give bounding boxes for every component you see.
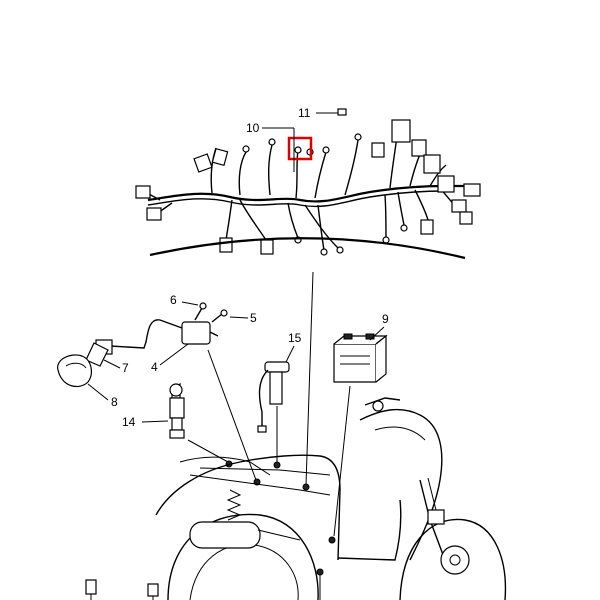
callout-4: 4 [151,360,158,374]
callout-8: 8 [111,395,118,409]
screw-6[interactable] [194,302,207,321]
highlight-box [287,136,313,161]
callout-9: 9 [382,312,389,326]
battery[interactable] [333,333,388,383]
callout-11: 11 [298,106,311,120]
callout-5: 5 [250,311,257,325]
callout-15: 15 [288,331,302,345]
screw-5[interactable] [211,309,228,323]
callout-10: 10 [246,121,260,135]
fuse-icon [337,108,347,116]
spark-plug-cap[interactable] [85,342,109,367]
section-divider [149,237,466,260]
callout-7: 7 [122,361,129,375]
callout-6: 6 [170,293,177,307]
wire-harness[interactable] [135,119,481,256]
ignition-coil[interactable] [95,319,219,355]
scooter-outline [155,397,507,600]
sensor-15[interactable] [257,361,290,433]
plug-cover[interactable] [57,354,92,388]
fuse-parts [85,579,159,600]
fitting-14[interactable] [169,382,185,439]
callout-14: 14 [122,415,136,429]
